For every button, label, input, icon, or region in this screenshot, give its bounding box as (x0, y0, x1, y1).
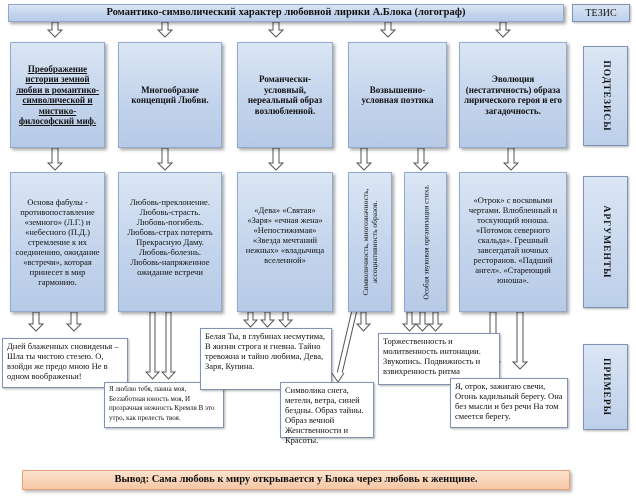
example-1: Дней блаженных сновиденья – Шла ты чисто… (2, 338, 128, 388)
subthesis-2: Многообразие концепций Любви. (118, 42, 222, 148)
example-1-text: Дней блаженных сновиденья – Шла ты чисто… (7, 341, 119, 381)
example-5: Торжественность и молитвенность интонаци… (378, 333, 500, 385)
example-6-text: Я, отрок, зажигаю свечи, Огонь кадильный… (455, 381, 563, 421)
subthesis-3-text: Романчески-условный, нереальный образ во… (247, 74, 323, 116)
argument-4b: Особая звуковая организация стиха. (404, 172, 447, 312)
label-arguments: АРГУМЕНТЫ (583, 176, 628, 308)
thesis-text: Романтико-символический характер любовно… (106, 7, 466, 18)
label-thesis-text: ТЕЗИС (585, 8, 617, 19)
argument-4b-text: Особая звуковая организация стиха. (421, 184, 430, 300)
argument-3: «Дева» «Святая» «Заря» «ечная жена» «Неп… (237, 172, 333, 312)
label-examples-text: ПРИМЕРЫ (600, 357, 611, 417)
argument-1-text: Основа фабулы - противопоставление «земн… (15, 197, 100, 287)
label-examples: ПРИМЕРЫ (583, 344, 628, 430)
label-subtheses-text: ПОДТЕЗИСЫ (600, 60, 611, 132)
subthesis-4-text: Возвышенно-условная поэтика (361, 84, 434, 106)
subthesis-2-text: Многообразие концепций Любви. (131, 84, 209, 106)
label-thesis: ТЕЗИС (572, 4, 630, 22)
argument-3-text: «Дева» «Святая» «Заря» «ечная жена» «Неп… (245, 205, 325, 265)
argument-4a: Символичность, многозначность, ассоциати… (348, 172, 392, 312)
subthesis-3: Романчески-условный, нереальный образ во… (237, 42, 333, 148)
example-3: Белая Ты, в глубинах несмутима, В жизни … (200, 328, 332, 390)
label-arguments-text: АРГУМЕНТЫ (600, 205, 611, 279)
argument-1: Основа фабулы - противопоставление «земн… (10, 172, 105, 312)
label-subtheses: ПОДТЕЗИСЫ (583, 46, 628, 146)
thesis-box: Романтико-символический характер любовно… (8, 4, 564, 22)
conclusion-text: Вывод: Сама любовь к миру открывается у … (114, 474, 478, 485)
subthesis-5-text: Эволюция (нестатичность) образа лирическ… (464, 74, 562, 116)
example-2-text: Я люблю тебя, панна моя, Беззаботная юно… (109, 385, 215, 422)
subthesis-1-text: Преображение истории земной любви в рома… (15, 63, 100, 127)
argument-2: Любовь-преклонение. Любовь-страсть. Любо… (118, 172, 222, 312)
subthesis-4: Возвышенно-условная поэтика (348, 42, 447, 148)
argument-4a-text: Символичность, многозначность, ассоциати… (361, 188, 379, 296)
argument-5: «Отрок» с восковыми чертами. Влюбленный … (459, 172, 567, 312)
argument-2-text: Любовь-преклонение. Любовь-страсть. Любо… (127, 197, 213, 277)
example-6: Я, отрок, зажигаю свечи, Огонь кадильный… (450, 378, 568, 428)
example-4-text: Символика снега, метели, ветра, синей бе… (285, 385, 364, 445)
example-2: Я люблю тебя, панна моя, Беззаботная юно… (104, 382, 224, 428)
argument-5-text: «Отрок» с восковыми чертами. Влюбленный … (468, 195, 558, 285)
example-3-text: Белая Ты, в глубинах несмутима, В жизни … (205, 331, 325, 371)
example-4: Символика снега, метели, ветра, синей бе… (280, 382, 374, 445)
subthesis-1: Преображение истории земной любви в рома… (10, 42, 105, 148)
example-5-text: Торжественность и молитвенность интонаци… (383, 336, 481, 376)
conclusion-box: Вывод: Сама любовь к миру открывается у … (22, 470, 570, 490)
subthesis-5: Эволюция (нестатичность) образа лирическ… (459, 42, 567, 148)
